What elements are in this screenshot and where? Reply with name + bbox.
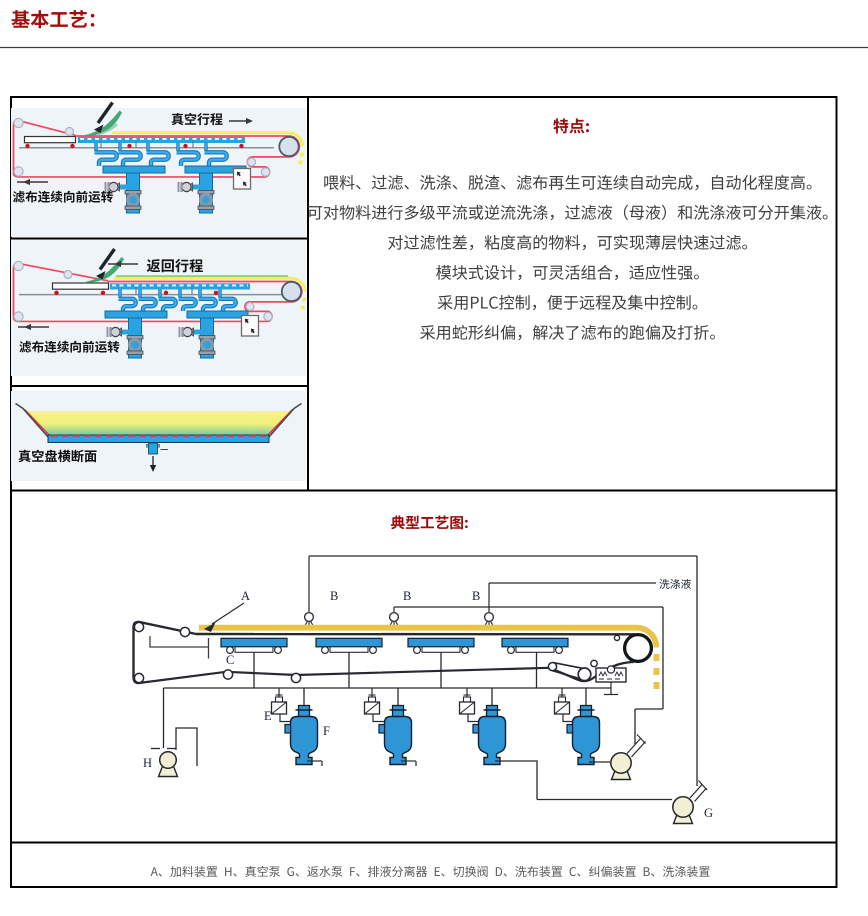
svg-text:G: G [704,806,713,820]
svg-text:H: H [143,756,152,770]
svg-text:C: C [226,653,234,667]
svg-text:F: F [323,724,330,738]
svg-text:A: A [241,589,250,603]
svg-text:B: B [330,589,338,603]
svg-text:B: B [403,589,411,603]
svg-text:B: B [472,589,480,603]
svg-text:E: E [264,709,272,723]
